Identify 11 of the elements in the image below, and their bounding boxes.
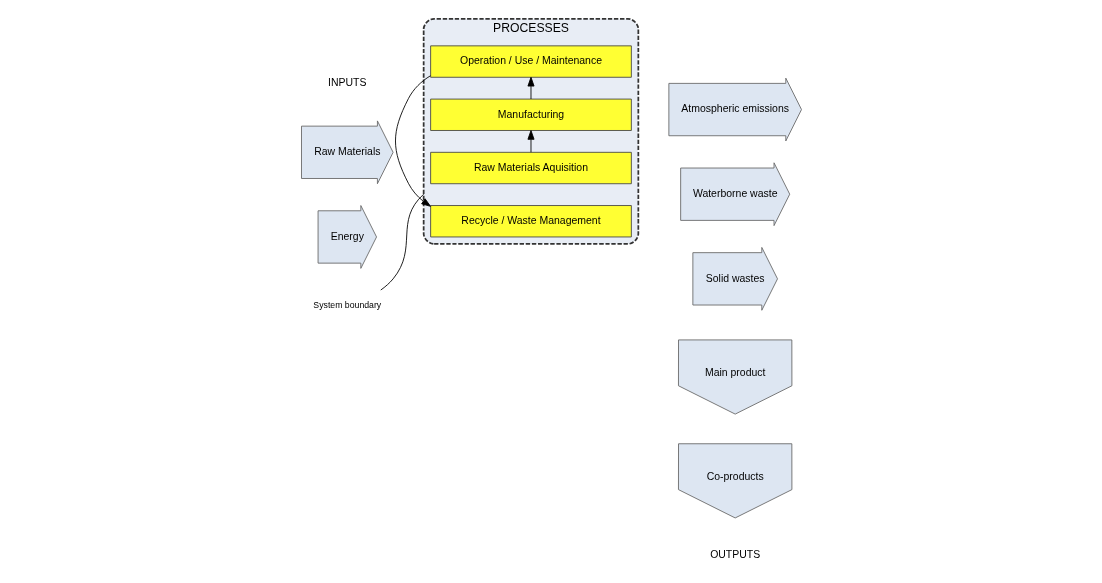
arrow: [527, 130, 534, 153]
connector: [379, 193, 424, 291]
node-box: Manufacturing: [429, 98, 632, 131]
node-box: Operation / Use / Maintenance: [429, 45, 632, 78]
arrow: [394, 75, 431, 207]
label: OUTPUTS: [709, 549, 760, 561]
node-box: Recycle / Waste Management: [429, 205, 632, 238]
arrow: [527, 76, 534, 100]
label: INPUTS: [327, 77, 366, 89]
node-box: Raw Materials Aquisition: [429, 151, 632, 185]
node-text: System boundary: [312, 300, 381, 311]
